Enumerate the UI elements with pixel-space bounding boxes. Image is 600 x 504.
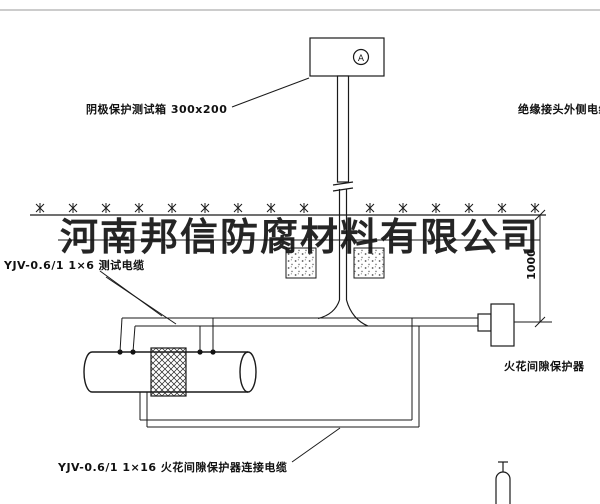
test-box	[309, 37, 385, 77]
leader-bottom-cable	[291, 427, 341, 463]
ground-line	[30, 214, 546, 241]
dimension-line	[514, 209, 552, 328]
ammeter-circle	[352, 48, 370, 66]
test-cable-label: YJV-0.6/1 1×6 测试电缆	[4, 259, 145, 272]
outer-cable-label: 绝缘接头外侧电缆	[518, 103, 600, 116]
leader-test-box	[231, 77, 310, 108]
cable-runs	[119, 317, 480, 428]
ground-marks	[35, 202, 540, 214]
dimension-text: 1000	[524, 249, 538, 280]
leader-test-cable-2	[105, 276, 177, 325]
anchor-block-left	[285, 247, 317, 279]
ammeter-symbol: A	[358, 54, 365, 64]
bottom-cable-label: YJV-0.6/1 1×16 火花间隙保护器连接电缆	[58, 461, 288, 474]
riser-conduit	[317, 75, 369, 327]
insulating-joint	[150, 347, 187, 397]
test-box-label: 阴极保护测试箱 300x200	[86, 103, 228, 116]
spark-gap-protector	[477, 303, 515, 347]
anchor-block-right	[353, 247, 385, 279]
pipe-clamp-symbol	[495, 461, 511, 504]
leader-lines	[99, 77, 341, 463]
spark-protector-label: 火花间隙保护器	[504, 360, 585, 373]
anchor-blocks	[285, 247, 385, 279]
